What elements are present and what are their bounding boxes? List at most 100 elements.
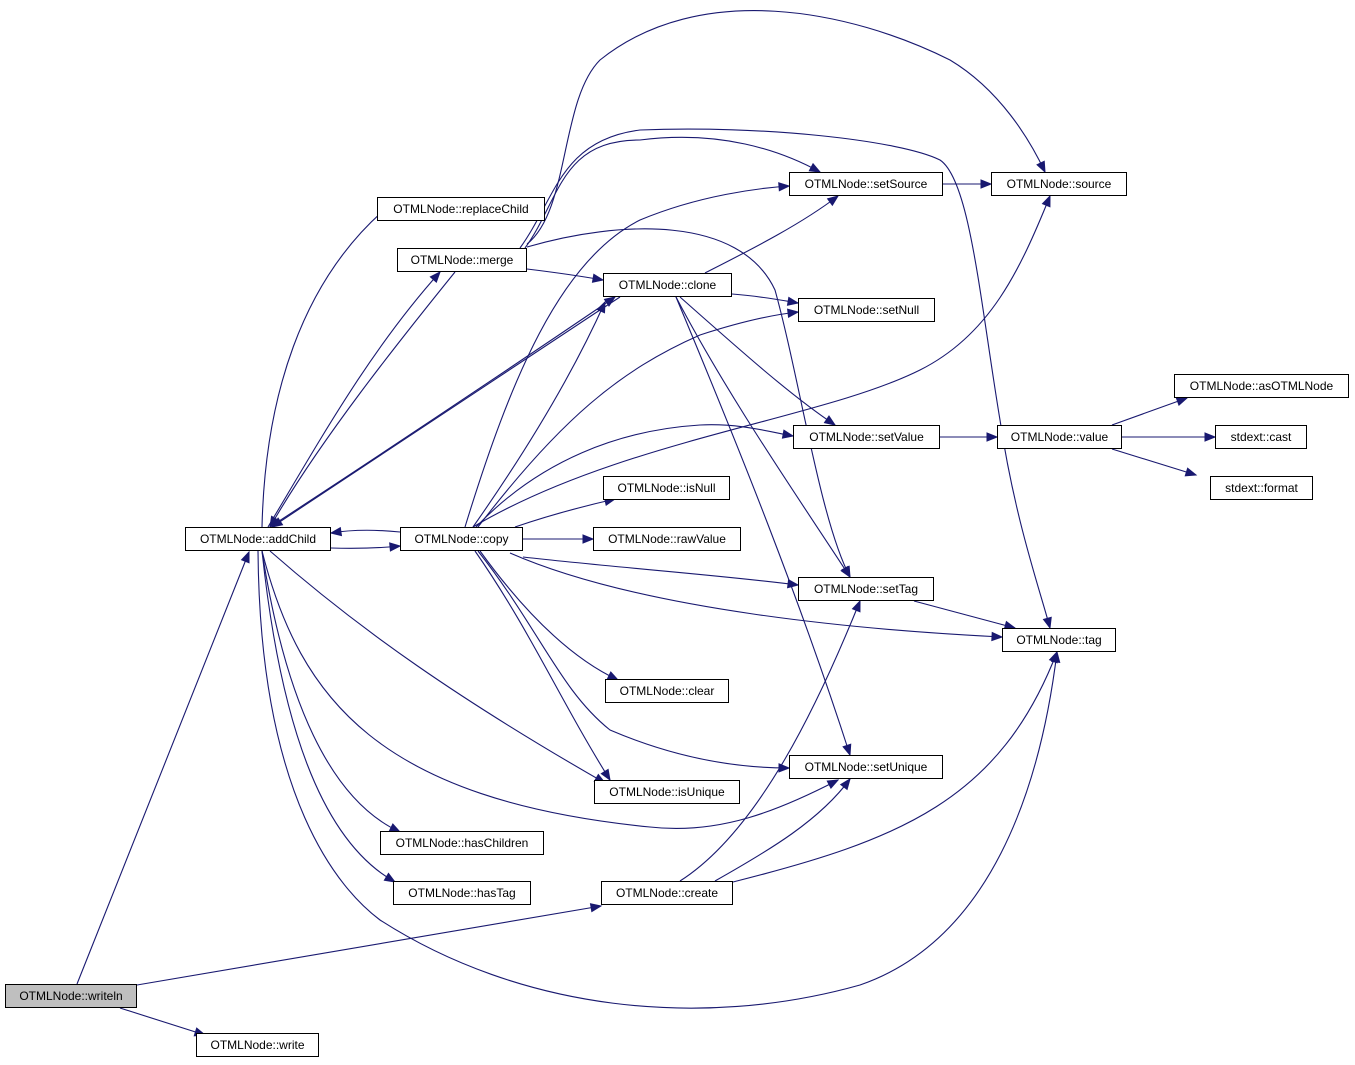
arrowhead (240, 550, 250, 564)
arrowhead (1204, 432, 1217, 442)
edge-copy-to-isnull (514, 496, 617, 528)
node-writeln: OTMLNode::writeln (5, 984, 137, 1008)
edge-addchild-to-replacechild (261, 204, 392, 528)
arrowhead (826, 195, 840, 207)
node-setnull[interactable]: OTMLNode::setNull (798, 298, 935, 322)
edge-addchild-to-setunique (261, 550, 840, 830)
edge-setvalue-to-value (940, 432, 999, 442)
arrowhead (429, 270, 441, 283)
edge-copy-to-addchild (329, 526, 401, 537)
edge-setsource-to-source (943, 179, 993, 189)
arrowhead (826, 779, 840, 790)
arrowhead (991, 631, 1004, 642)
arrowhead (781, 429, 795, 439)
arrowhead (851, 599, 861, 613)
edge-copy-to-setvalue (475, 424, 795, 528)
edge-writeln-to-create (136, 903, 603, 986)
arrowhead (1041, 194, 1051, 208)
arrowhead (778, 182, 791, 192)
node-isnull[interactable]: OTMLNode::isNull (603, 476, 730, 500)
node-addchild[interactable]: OTMLNode::addChild (185, 527, 331, 551)
edge-clone-to-settag (675, 296, 851, 579)
arrowhead (1175, 397, 1189, 407)
node-value[interactable]: OTMLNode::value (997, 425, 1122, 449)
arrowhead (808, 162, 822, 173)
node-replacechild[interactable]: OTMLNode::replaceChild (377, 197, 545, 221)
node-stdext-cast[interactable]: stdext::cast (1215, 425, 1307, 449)
arrowhead (270, 517, 284, 528)
arrowhead (1184, 467, 1198, 477)
arrowhead (1036, 160, 1046, 174)
node-tag[interactable]: OTMLNode::tag (1002, 628, 1116, 652)
arrowhead (582, 534, 595, 544)
arrowhead (600, 768, 611, 782)
arrowhead (589, 903, 603, 913)
edge-merge-to-source (526, 10, 1046, 245)
arrowhead (986, 432, 999, 442)
edge-writeln-to-addchild (76, 550, 250, 985)
node-setvalue[interactable]: OTMLNode::setValue (793, 425, 940, 449)
edge-copy-to-isunique (474, 550, 611, 782)
node-stdext-format[interactable]: stdext::format (1210, 476, 1313, 500)
arrowhead (840, 565, 851, 579)
node-source[interactable]: OTMLNode::source (991, 172, 1127, 196)
arrowhead (603, 296, 617, 307)
node-haschildren[interactable]: OTMLNode::hasChildren (380, 831, 544, 855)
arrowhead (1048, 650, 1058, 664)
edge-addchild-to-hastag (261, 550, 397, 883)
edge-clone-to-setvalue (679, 296, 837, 426)
arrowhead (389, 542, 402, 552)
edge-value-to-format (1111, 448, 1198, 477)
node-copy[interactable]: OTMLNode::copy (400, 527, 523, 551)
edge-copy-to-setsource (464, 182, 791, 528)
edge-addchild-to-haschildren (261, 550, 402, 833)
edge-copy-to-setunique (477, 550, 791, 773)
edge-create-to-tag (732, 650, 1058, 883)
node-write[interactable]: OTMLNode::write (196, 1033, 319, 1057)
edge-addchild-to-clone (269, 296, 617, 528)
node-rawvalue[interactable]: OTMLNode::rawValue (593, 527, 741, 551)
edge-addchild-to-merge (267, 270, 441, 528)
edge-copy-to-rawvalue (523, 534, 595, 544)
arrowhead (787, 308, 800, 318)
node-clear[interactable]: OTMLNode::clear (605, 679, 729, 703)
edge-writeln-to-write (119, 1007, 207, 1037)
edge-merge-to-setsource (524, 136, 822, 249)
node-setsource[interactable]: OTMLNode::setSource (789, 172, 943, 196)
node-create[interactable]: OTMLNode::create (601, 881, 733, 905)
edge-clone-to-setsource (704, 195, 840, 274)
edge-addchild-to-copy (330, 542, 402, 552)
edge-merge-to-clone (526, 268, 605, 283)
arrowhead (980, 179, 993, 189)
edge-copy-to-source (472, 194, 1051, 528)
edge-copy-to-clear (479, 550, 620, 681)
edge-copy-to-setnull (477, 308, 800, 528)
node-isunique[interactable]: OTMLNode::isUnique (594, 780, 740, 804)
edge-clone-to-addchild (270, 296, 621, 528)
edge-value-to-cast (1122, 432, 1217, 442)
arrowhead (1042, 616, 1052, 630)
arrowhead (839, 777, 851, 791)
node-hastag[interactable]: OTMLNode::hasTag (393, 881, 531, 905)
arrowhead (842, 743, 852, 757)
arrowhead (329, 526, 343, 537)
arrowhead (383, 872, 397, 883)
node-merge[interactable]: OTMLNode::merge (397, 248, 527, 272)
edge-settag-to-tag (913, 600, 1017, 630)
arrowhead (823, 415, 837, 426)
edge-clone-to-setnull (731, 293, 800, 306)
arrowhead (786, 296, 800, 306)
edge-merge-to-tag (519, 128, 1052, 630)
edge-value-to-asotmlnode (1111, 397, 1189, 426)
edge-create-to-settag (679, 599, 861, 882)
node-clone[interactable]: OTMLNode::clone (603, 273, 732, 297)
node-settag[interactable]: OTMLNode::setTag (798, 577, 934, 601)
node-asotmlnode[interactable]: OTMLNode::asOTMLNode (1174, 374, 1349, 398)
node-setunique[interactable]: OTMLNode::setUnique (789, 755, 943, 779)
edge-merge-to-addchild (269, 271, 456, 529)
edge-copy-to-settag (522, 556, 800, 589)
arrowhead (591, 273, 605, 283)
edge-create-to-setunique (714, 777, 851, 882)
arrowhead (778, 763, 791, 773)
